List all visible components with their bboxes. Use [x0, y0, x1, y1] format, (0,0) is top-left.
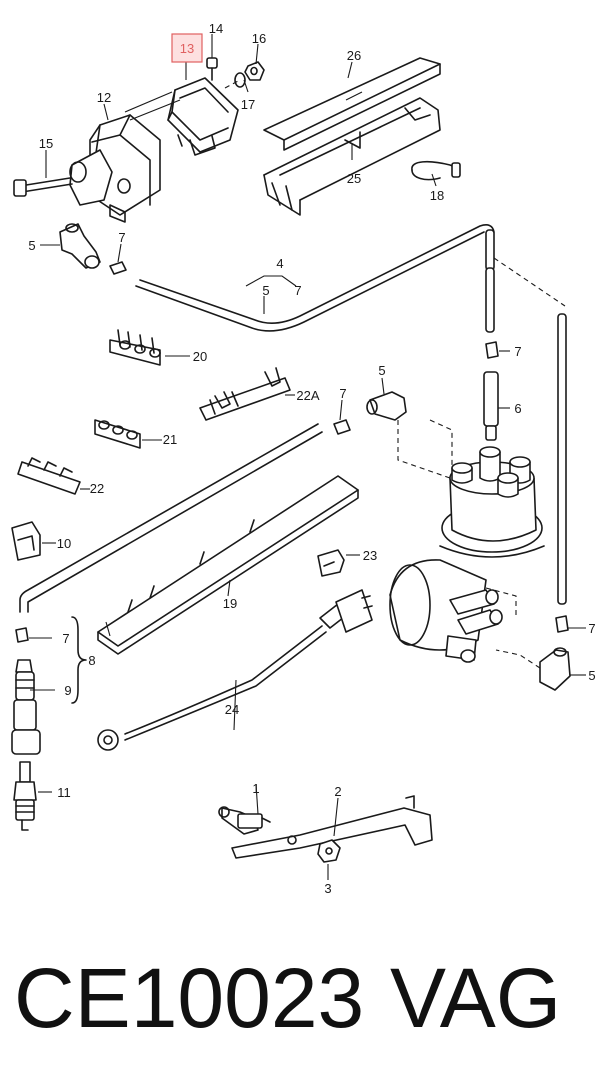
clip-23 [317, 549, 360, 577]
sensor-wire-24 [97, 589, 373, 751]
callout-18[interactable]: 18 [430, 188, 444, 203]
callout-12[interactable]: 12 [97, 90, 111, 105]
callout-21[interactable]: 21 [163, 432, 177, 447]
callout-23[interactable]: 23 [363, 548, 377, 563]
lead-set-19 [97, 475, 359, 655]
cover-26 [263, 57, 441, 151]
spark-plug-connector-9 [11, 659, 41, 755]
screw-14 [206, 57, 218, 81]
callout-2[interactable]: 2 [334, 784, 341, 799]
boot-7-right [555, 615, 569, 633]
callout-16[interactable]: 16 [252, 31, 266, 46]
callout-7-middle[interactable]: 7 [339, 386, 346, 401]
callout-4[interactable]: 4 [276, 256, 283, 271]
callout-24[interactable]: 24 [225, 702, 239, 717]
callout-25[interactable]: 25 [347, 171, 361, 186]
callout-7-suppressor[interactable]: 7 [514, 344, 521, 359]
callout-6[interactable]: 6 [514, 401, 521, 416]
cable-holder-22 [17, 457, 90, 495]
sensor-1 [218, 806, 271, 835]
callout-13[interactable]: 13 [180, 41, 194, 56]
callout-7-plug[interactable]: 7 [62, 631, 69, 646]
clip-18 [411, 160, 461, 181]
distributor-cap-lower [389, 559, 517, 663]
callout-11[interactable]: 11 [57, 785, 71, 800]
callout-8[interactable]: 8 [88, 653, 95, 668]
boot-7-suppressor [485, 341, 510, 359]
cable-holder-21 [94, 419, 162, 449]
callout-5-right[interactable]: 5 [588, 668, 595, 683]
distributor-cap [439, 446, 545, 558]
callout-7-coil[interactable]: 7 [118, 230, 125, 245]
bracket-8 [71, 616, 87, 704]
callout-26[interactable]: 26 [347, 48, 361, 63]
callout-14[interactable]: 14 [209, 21, 223, 36]
cap-connector-5 [366, 391, 453, 479]
nut-16 [244, 61, 265, 81]
ignition-lead-4 [135, 224, 495, 332]
callout-22a[interactable]: 22A [296, 388, 319, 403]
boot-7-middle [333, 419, 351, 435]
ignition-coil [69, 114, 161, 223]
bracket-25 [263, 97, 441, 216]
lead-to-distributor [485, 257, 567, 605]
plug-connector-5-right [495, 647, 571, 691]
spark-plug-11 [13, 761, 37, 831]
callout-labels: 13 14 16 17 12 15 26 25 18 5 7 4 5 7 7 6… [28, 21, 595, 896]
callout-5-coil[interactable]: 5 [28, 238, 35, 253]
boot-7-plug [15, 627, 29, 643]
highlight-box-13 [171, 33, 203, 63]
callout-3[interactable]: 3 [324, 881, 331, 896]
footer: CE10023 VAG [14, 948, 594, 1058]
callout-7-lead[interactable]: 7 [294, 283, 301, 298]
callout-9[interactable]: 9 [64, 683, 71, 698]
cable-holder-22a [199, 367, 295, 421]
plug-lead-left [19, 423, 323, 613]
callout-17[interactable]: 17 [241, 97, 255, 112]
ignition-control-module [124, 77, 239, 156]
suppressor-6 [483, 371, 510, 441]
leader-lines [29, 34, 586, 880]
nut-3 [317, 839, 341, 863]
bolt-15 [13, 177, 73, 197]
bracket-2 [231, 795, 433, 859]
brand-label: VAG [390, 951, 562, 1045]
washer-17 [224, 72, 246, 89]
ignition-parts-diagram: 13 14 16 17 12 15 26 25 18 5 7 4 5 7 7 6… [11, 21, 596, 896]
callout-19[interactable]: 19 [223, 596, 237, 611]
callout-15[interactable]: 15 [39, 136, 53, 151]
callout-1[interactable]: 1 [252, 781, 259, 796]
boot-7-coil [109, 261, 127, 275]
cable-holder-20 [109, 329, 190, 366]
callout-20[interactable]: 20 [193, 349, 207, 364]
callout-7-right[interactable]: 7 [588, 621, 595, 636]
callout-10[interactable]: 10 [57, 536, 71, 551]
coil-connector-5 [59, 223, 101, 269]
callout-22[interactable]: 22 [90, 481, 104, 496]
callout-5-cap[interactable]: 5 [378, 363, 385, 378]
clip-10 [11, 521, 56, 561]
part-number: CE10023 [14, 951, 365, 1045]
callout-5-lead[interactable]: 5 [262, 283, 269, 298]
